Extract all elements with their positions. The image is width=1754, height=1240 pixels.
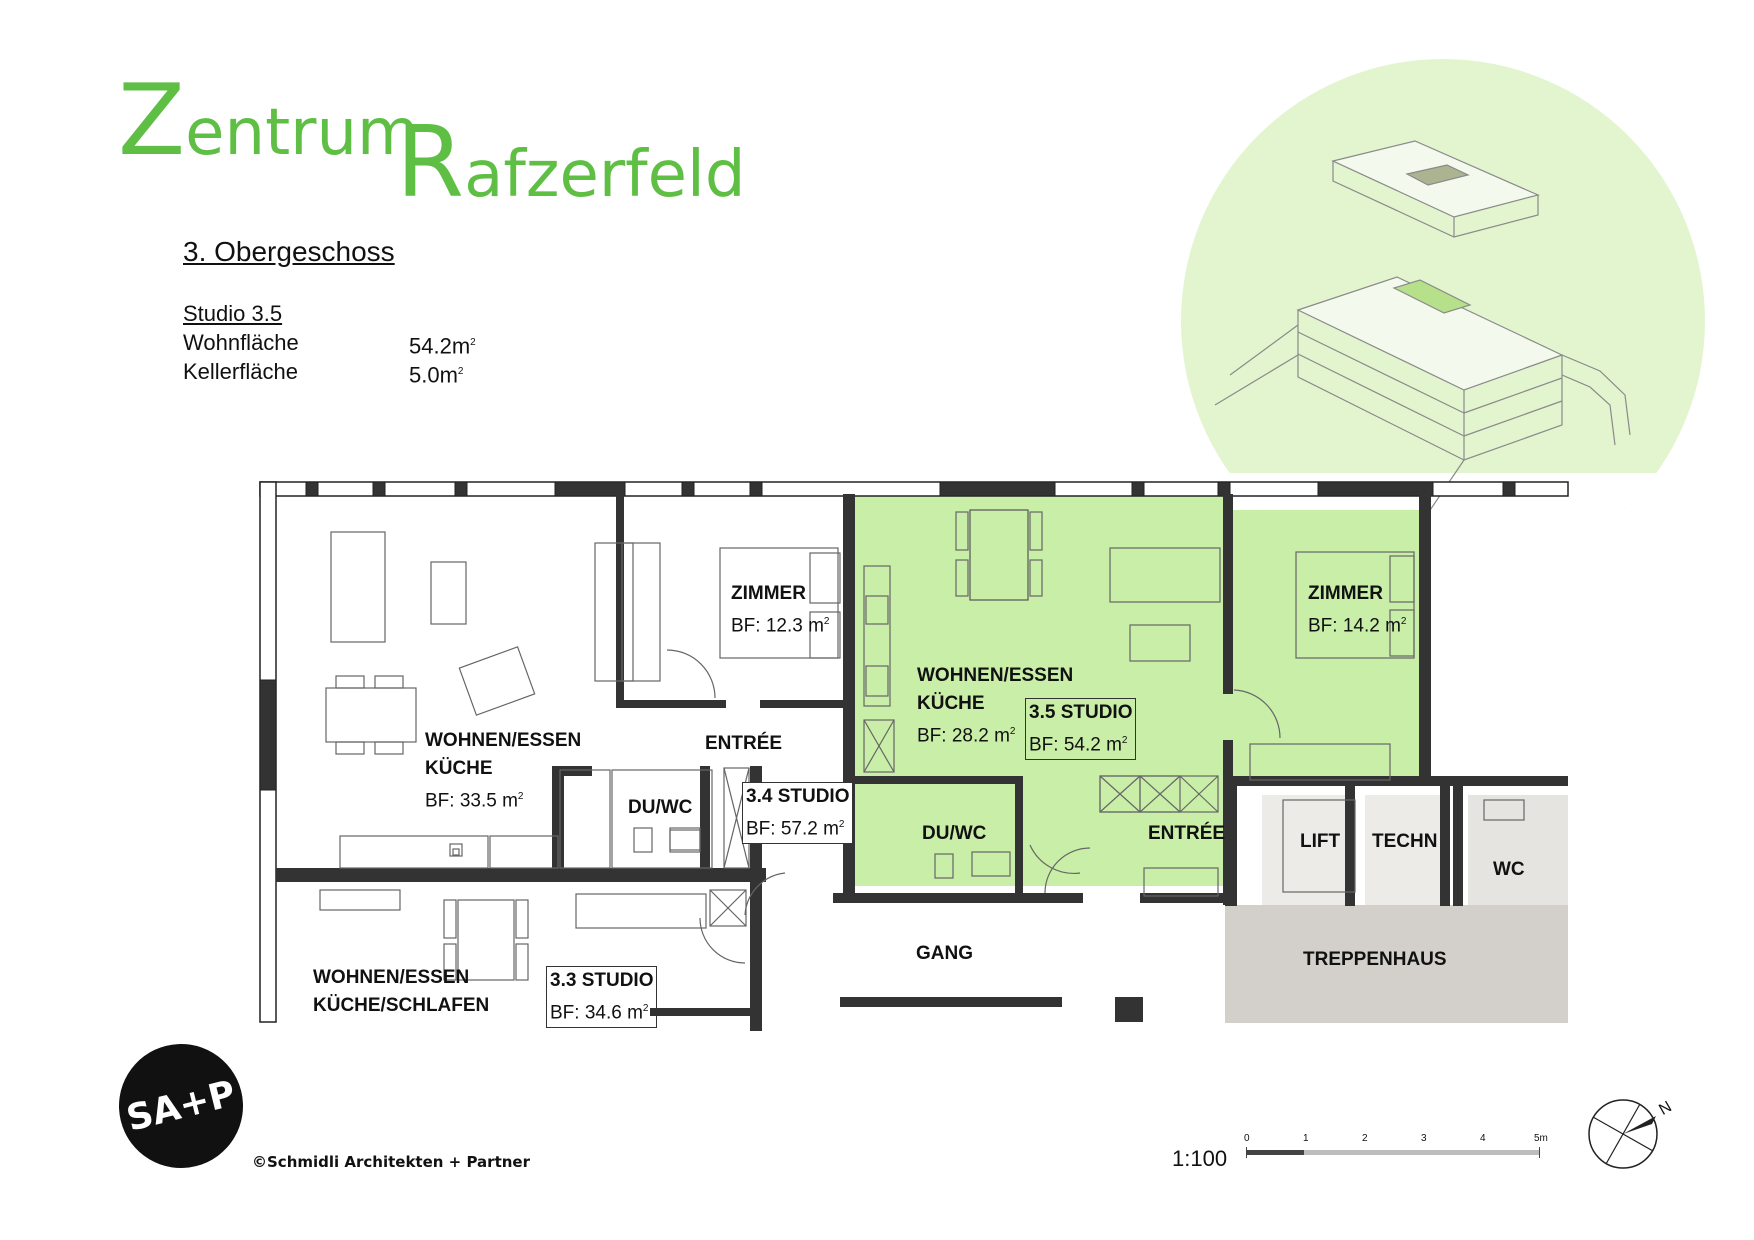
room-label-duwc-right: DU/WC — [922, 823, 987, 844]
scale-tick-2: 2 — [1362, 1133, 1368, 1144]
unit-info: Studio 3.5 Wohnfläche 54.2m2 Kellerfläch… — [183, 299, 483, 388]
room-label-studio-33: 3.3 STUDIO BF: 34.6 m2 — [546, 966, 658, 1029]
copyright-text: ©Schmidli Architekten + Partner — [252, 1153, 530, 1171]
walls — [259, 481, 1569, 1031]
room-label-33-living: WOHNEN/ESSEN KÜCHE BF: 33.5 m2 — [425, 730, 582, 812]
scale-tick-1: 1 — [1303, 1133, 1309, 1144]
floor-title: 3. Obergeschoss — [183, 236, 395, 267]
room-label-zimmer-left: ZIMMER BF: 12.3 m2 — [731, 583, 830, 637]
project-title: Zentrum — [118, 72, 419, 170]
doors — [666, 649, 1281, 964]
room-label-zimmer-right: ZIMMER BF: 14.2 m2 — [1308, 583, 1407, 637]
scale-bar: 0 1 2 3 4 5m — [1244, 1133, 1548, 1163]
room-label-studio-34: 3.4 STUDIO BF: 57.2 m2 — [742, 782, 854, 845]
cellar-area-sup: 2 — [457, 366, 464, 377]
scale-tick-3: 3 — [1421, 1133, 1427, 1144]
living-area-sup: 2 — [470, 337, 476, 348]
north-arrow-icon — [1588, 1099, 1658, 1169]
cellar-area-label: Kellerfläche — [183, 359, 298, 384]
room-label-33-living-sleep: WOHNEN/ESSEN KÜCHE/SCHLAFEN — [313, 967, 490, 1016]
room-label-gang: GANG — [916, 943, 973, 964]
title-initial-r: R — [396, 106, 465, 220]
scale-tick-0: 0 — [1244, 1133, 1250, 1144]
living-area-label: Wohnfläche — [183, 330, 299, 355]
isometric-building-icon — [1214, 140, 1631, 526]
context-circle — [1181, 59, 1705, 555]
furniture — [319, 509, 1525, 981]
scale-tick-4: 4 — [1480, 1133, 1486, 1144]
cellar-area-value: 5.0m — [409, 362, 458, 388]
highlighted-studio-3-5 — [849, 494, 1419, 886]
title-initial-z: Z — [118, 64, 186, 178]
unit-name: Studio 3.5 — [183, 301, 283, 326]
scale-tick-5: 5m — [1534, 1133, 1548, 1144]
room-label-duwc-left: DU/WC — [628, 797, 693, 818]
title-word-rafzerfeld: afzerfeld — [464, 138, 746, 212]
project-title-second: Rafzerfeld — [396, 114, 745, 212]
room-label-lift: LIFT — [1300, 831, 1341, 852]
room-label-wc: WC — [1493, 859, 1525, 880]
logo-text: SA+P — [122, 1072, 240, 1140]
title-word-zentrum: entrum — [185, 96, 420, 170]
living-area-value: 54.2m — [409, 333, 471, 359]
room-label-treppenhaus: TREPPENHAUS — [1303, 949, 1447, 970]
room-label-entree-left: ENTRÉE — [705, 733, 783, 754]
room-label-35-living: WOHNEN/ESSEN KÜCHE BF: 28.2 m2 — [917, 665, 1074, 747]
room-label-techn: TECHN — [1372, 831, 1438, 852]
treppenhaus-area — [1225, 905, 1568, 1023]
scale-ratio: 1:100 — [1172, 1146, 1228, 1171]
room-label-studio-35: 3.5 STUDIO BF: 54.2 m2 — [1025, 698, 1137, 761]
room-label-entree-right: ENTRÉE — [1148, 823, 1226, 844]
